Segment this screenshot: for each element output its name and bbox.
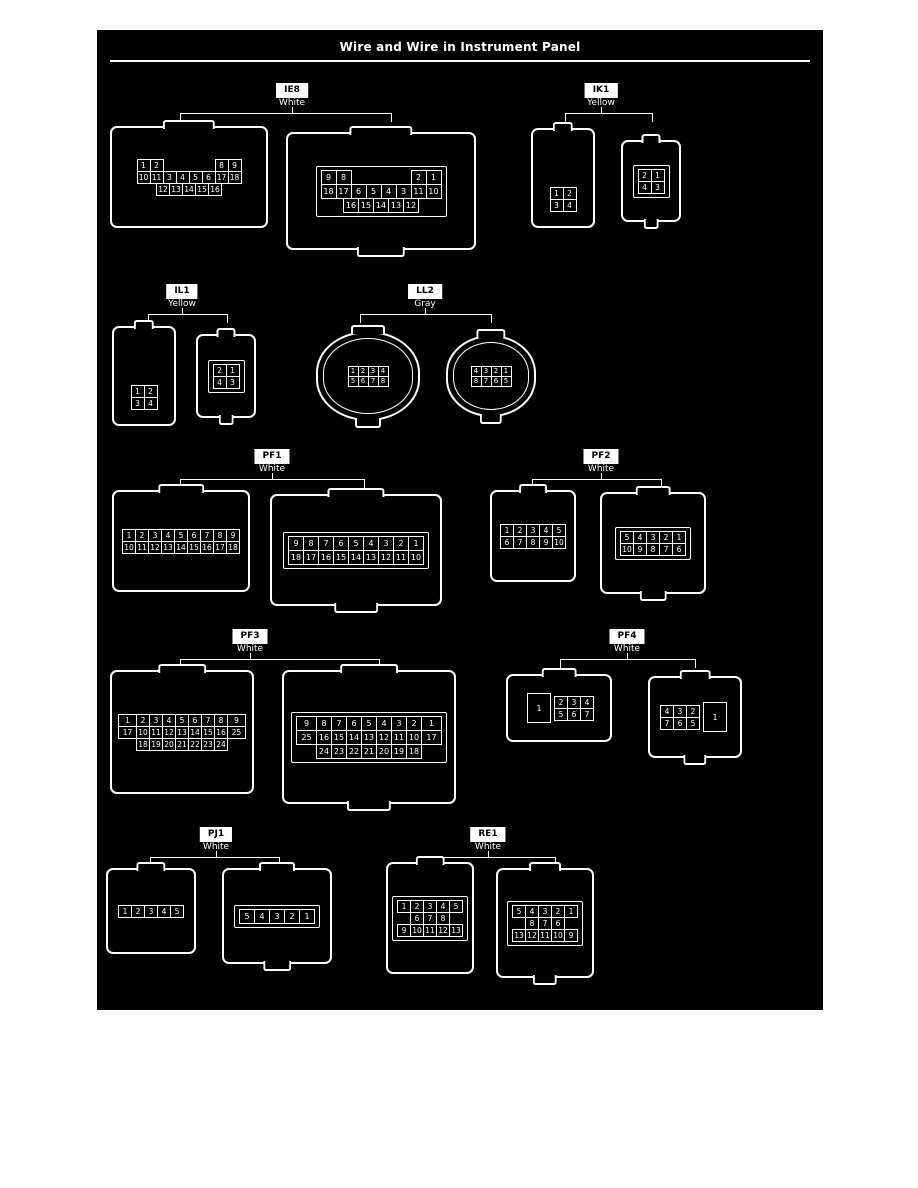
title-underline [110,60,810,62]
diagram-background [97,30,823,1010]
page-title: Wire and Wire in Instrument Panel [339,40,581,54]
